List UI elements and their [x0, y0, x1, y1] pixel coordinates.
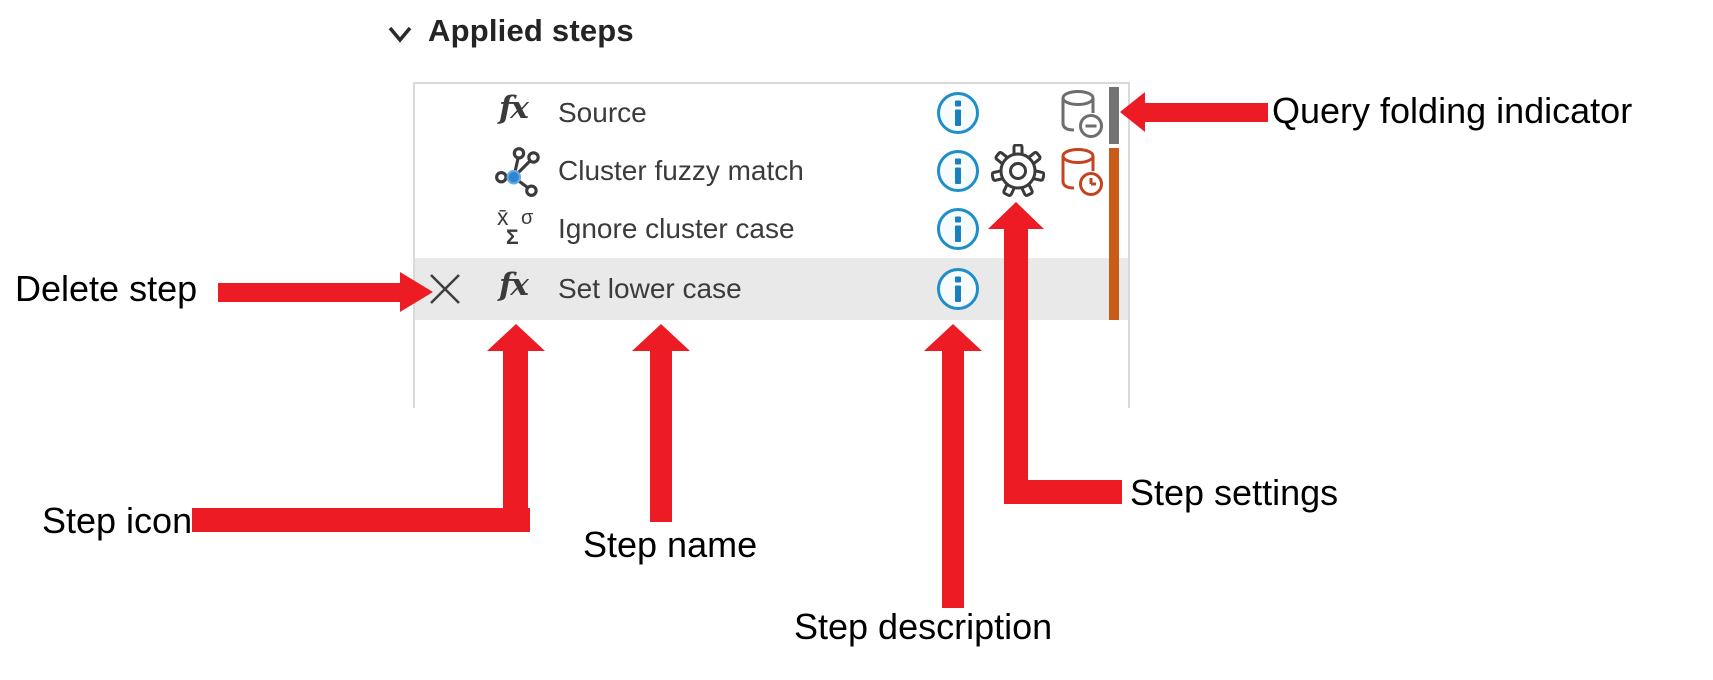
- delete-step-x-icon[interactable]: [427, 271, 463, 307]
- step-name-arrow-head: [632, 324, 690, 351]
- query-folding-bar-gray: [1109, 87, 1119, 144]
- step-row-cluster-fuzzy-match[interactable]: Cluster fuzzy match: [415, 142, 1128, 200]
- step-name-arrow-shaft: [650, 350, 672, 522]
- step-name-label: Source: [558, 97, 647, 128]
- step-settings-arrow-shaft: [1004, 228, 1028, 504]
- step-name-label: Set lower case: [558, 273, 742, 304]
- fx-function-icon: fx: [499, 267, 529, 303]
- info-icon[interactable]: [936, 149, 980, 193]
- step-description-arrow-head: [924, 324, 982, 351]
- step-settings-arrow-head: [988, 202, 1044, 229]
- cluster-fuzzy-icon: [495, 147, 540, 197]
- info-icon[interactable]: [936, 267, 980, 311]
- database-minus-icon: [1061, 90, 1103, 138]
- delete-step-arrow-head: [400, 272, 433, 312]
- query-folding-arrow-shaft: [1144, 103, 1268, 122]
- chevron-down-icon[interactable]: [388, 26, 412, 43]
- query-folding-arrow-head: [1120, 92, 1145, 132]
- info-icon[interactable]: [936, 207, 980, 251]
- step-name-label: Step name: [583, 524, 758, 565]
- database-clock-icon: [1061, 148, 1103, 196]
- step-settings-arrow-bar: [1004, 480, 1122, 504]
- step-description-arrow-shaft: [942, 350, 964, 608]
- info-icon[interactable]: [936, 91, 980, 135]
- step-name-label: Ignore cluster case: [558, 213, 795, 244]
- step-icon-arrow-shaft: [503, 350, 528, 530]
- step-icon-arrow-bar: [192, 508, 530, 532]
- delete-step-arrow-shaft: [218, 283, 400, 302]
- query-folding-bar-orange: [1109, 148, 1119, 320]
- step-description-label: Step description: [794, 606, 1053, 647]
- step-icon-label: Step icon: [42, 500, 193, 541]
- step-row-source[interactable]: fx Source: [415, 84, 1128, 142]
- step-row-ignore-cluster-case[interactable]: x̄ σ Σ Ignore cluster case: [415, 200, 1128, 258]
- fx-function-icon: fx: [499, 90, 529, 126]
- delete-step-label: Delete step: [15, 268, 198, 309]
- applied-steps-title: Applied steps: [428, 13, 634, 48]
- query-folding-label: Query folding indicator: [1272, 90, 1633, 131]
- step-icon-arrow-head: [487, 324, 545, 351]
- step-name-label: Cluster fuzzy match: [558, 155, 804, 186]
- gear-icon[interactable]: [991, 144, 1045, 198]
- step-settings-label: Step settings: [1130, 472, 1339, 513]
- statistics-icon: x̄ σ Σ: [497, 204, 534, 249]
